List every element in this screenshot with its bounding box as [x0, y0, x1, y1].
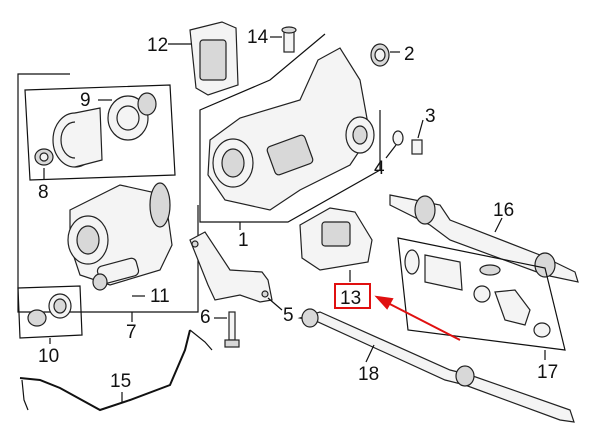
part-transfer-unit [67, 182, 173, 291]
highlight-box-13 [334, 283, 371, 309]
highlight-arrow-head [374, 295, 394, 310]
part-seal-8 [34, 148, 54, 166]
highlight-arrow-line [381, 299, 461, 341]
part-seal-2 [370, 43, 400, 67]
part-control-module [168, 21, 239, 96]
callout-2: 2 [404, 44, 415, 65]
part-module-13 [299, 207, 373, 282]
callout-6: 6 [200, 307, 211, 328]
callout-13: 13 [340, 288, 361, 309]
part-bolt-3 [411, 119, 424, 155]
callout-4: 4 [374, 158, 385, 179]
part-axle-shaft-16 [389, 194, 579, 283]
callout-9: 9 [80, 90, 91, 111]
callout-12: 12 [147, 35, 168, 56]
callout-3: 3 [425, 106, 436, 127]
part-drive-shaft-18 [297, 308, 575, 423]
callout-7: 7 [126, 322, 137, 343]
part-differential [207, 47, 375, 211]
callout-8: 8 [38, 182, 49, 203]
callout-1: 1 [238, 230, 249, 251]
callout-14: 14 [247, 27, 269, 48]
callout-16: 16 [493, 200, 514, 221]
part-washer-4 [385, 130, 404, 159]
callout-17: 17 [537, 362, 558, 383]
group-box-17 [397, 237, 566, 360]
group-box-7 [17, 73, 199, 322]
part-vent-line-15 [19, 329, 213, 412]
part-bolt-14 [270, 26, 297, 53]
part-joint-housing [52, 92, 157, 168]
callout-5: 5 [283, 305, 294, 326]
callout-15: 15 [110, 371, 131, 392]
group-box-1 [199, 33, 381, 230]
part-bolt-6 [214, 311, 240, 348]
part-seal-10a [27, 309, 47, 327]
callout-18: 18 [358, 364, 379, 385]
group-box-8-9 [24, 84, 176, 181]
callout-10: 10 [38, 346, 59, 367]
part-bracket-5 [189, 231, 283, 311]
callout-11: 11 [150, 286, 170, 307]
group-box-10 [17, 285, 83, 339]
part-boot-kit [404, 249, 551, 338]
